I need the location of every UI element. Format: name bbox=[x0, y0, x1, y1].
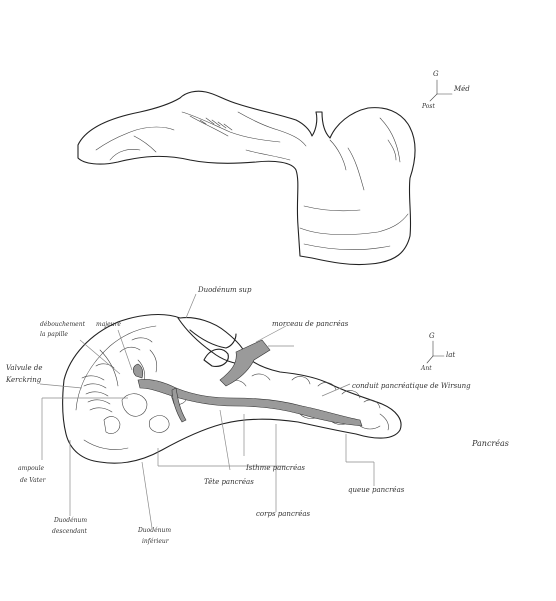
upper-axis-down-label: Post bbox=[421, 103, 435, 110]
label-majeure: majeure bbox=[96, 321, 121, 328]
label-duodenum-inf-2: inférieur bbox=[142, 538, 170, 545]
lower-axis-up-label: G bbox=[429, 332, 435, 340]
label-morceau-pancreas: morceau de pancréas bbox=[272, 320, 349, 328]
label-tete: Tête pancréas bbox=[204, 478, 254, 486]
label-duodenum-desc-1: Duodénum bbox=[53, 517, 87, 524]
caption-pancreas: Pancréas bbox=[471, 439, 509, 448]
label-debouchement: débouchement bbox=[40, 321, 86, 328]
label-duodenum-sup: Duodénum sup bbox=[197, 286, 252, 294]
labels: Duodénum sup morceau de pancréas conduit… bbox=[5, 286, 471, 545]
upper-orientation-axes: G Méd Post bbox=[421, 70, 470, 110]
upper-axis-right-label: Méd bbox=[453, 85, 470, 93]
upper-pancreas-drawing bbox=[77, 90, 416, 266]
label-duodenum-inf-1: Duodénum bbox=[137, 527, 171, 534]
label-isthme: Isthme pancréas bbox=[245, 464, 305, 472]
label-ampoule: ampoule bbox=[18, 465, 45, 472]
lower-axis-right-label: lat bbox=[446, 351, 455, 359]
label-duodenum-desc-2: descendant bbox=[52, 528, 88, 535]
leader-lines bbox=[39, 293, 375, 529]
label-papille: la papille bbox=[40, 331, 68, 338]
lower-pancreas-drawing bbox=[62, 314, 402, 464]
label-kerckring: Kerckring bbox=[5, 376, 42, 384]
label-queue: queue pancréas bbox=[348, 486, 405, 494]
label-canal-wirsung: conduit pancréatique de Wirsung bbox=[352, 382, 471, 390]
lower-axis-down-label: Ant bbox=[420, 365, 432, 372]
lower-orientation-axes: G lat Ant bbox=[420, 332, 455, 372]
label-valvule: Valvule de bbox=[6, 364, 43, 372]
label-vater: de Vater bbox=[20, 477, 47, 484]
label-corps: corps pancréas bbox=[256, 510, 311, 518]
upper-axis-up-label: G bbox=[433, 70, 439, 78]
